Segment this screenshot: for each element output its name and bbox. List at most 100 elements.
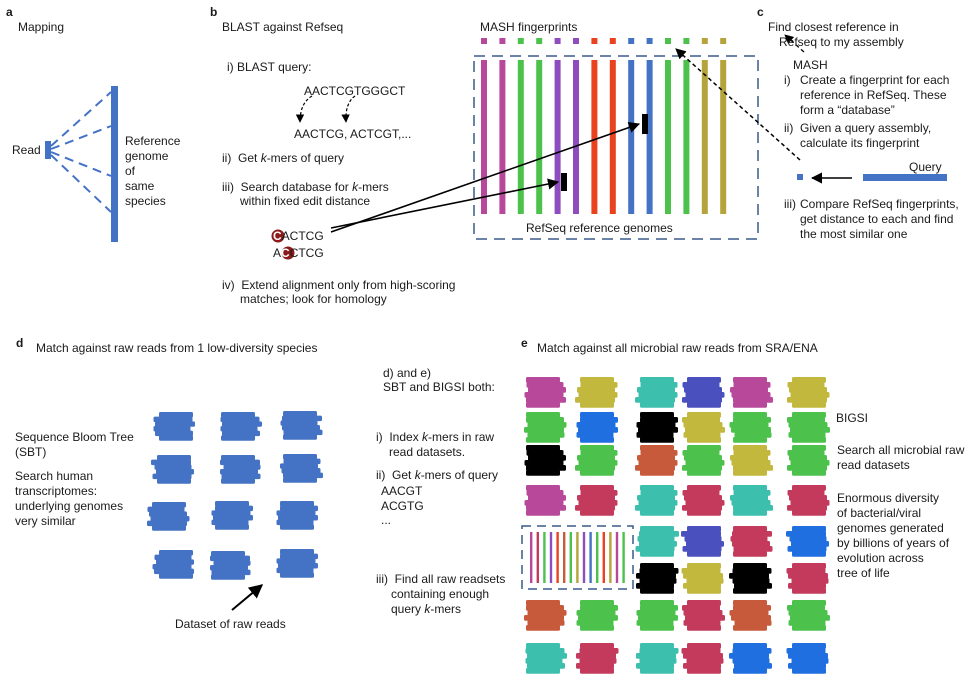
- blob-icon: [636, 412, 678, 443]
- query-label: Query: [909, 160, 942, 174]
- de-step-3-line3: query k-mers: [391, 602, 461, 617]
- fingerprint-square: [701, 38, 708, 44]
- reference-label-line: species: [125, 194, 166, 208]
- sbt-label-line: (SBT): [15, 445, 47, 459]
- blob-icon: [220, 412, 262, 441]
- blob-icon: [575, 485, 618, 516]
- fingerprint-bar-icon: [517, 60, 524, 214]
- arrow-icon: [330, 122, 641, 233]
- blob-icon: [786, 563, 829, 594]
- fingerprint-bar-icon: [543, 532, 546, 583]
- mapping-dashed-lines: [50, 91, 112, 213]
- blob-icon: [730, 485, 773, 516]
- de-step-3: iii) Find all raw readsets: [376, 572, 505, 587]
- kmer-hit-marker: [561, 173, 567, 191]
- fingerprint-square: [646, 38, 653, 44]
- fingerprint-bar-icon: [563, 532, 566, 583]
- fingerprint-square: [481, 38, 487, 44]
- step-number: i): [376, 430, 383, 444]
- blob-icon: [681, 563, 724, 594]
- bigsi-search-line: Search all microbial raw: [837, 443, 965, 457]
- step-text: -mers: [358, 180, 389, 194]
- fingerprint-bar-icon: [646, 60, 653, 214]
- mash-step-1-num: i): [784, 73, 791, 87]
- sbt-desc-line: underlying genomes: [15, 499, 124, 513]
- panel-e-letter: e: [521, 336, 528, 350]
- blob-icon: [729, 412, 772, 443]
- mash-step-1-line: form a “database”: [800, 103, 895, 117]
- step-text: -mers: [430, 602, 462, 616]
- query-assembly-bar: [863, 174, 947, 181]
- mash-step-3-num: iii): [784, 197, 796, 211]
- blob-icon: [636, 563, 679, 594]
- fingerprint-square: [573, 38, 579, 44]
- dataset-raw-reads-label: Dataset of raw reads: [175, 617, 286, 631]
- de-kmer: ACGTG: [381, 499, 424, 513]
- reference-genome-bar: [111, 86, 118, 242]
- fingerprint-bar-icon: [582, 532, 586, 583]
- blast-kmer-arrows: [295, 95, 356, 123]
- sbt-dataset-blobs: [147, 411, 323, 580]
- de-kmer: AACGT: [381, 484, 423, 498]
- fingerprint-square: [554, 38, 561, 44]
- fingerprint-bar-icon: [589, 532, 592, 583]
- de-heading-line1: d) and e): [383, 366, 432, 380]
- blob-icon: [576, 600, 618, 631]
- mapping-graphic: [45, 86, 118, 242]
- variant-sequence-2: ACCTCG: [273, 246, 324, 261]
- de-step-3-line2: containing enough: [391, 587, 490, 601]
- fingerprint-square: [720, 38, 727, 44]
- fingerprint-bar-icon: [665, 60, 671, 214]
- step-text: -mers of query: [420, 468, 499, 482]
- fingerprint-bar-icon: [554, 60, 561, 214]
- variant-prefix: A: [273, 246, 282, 260]
- step-number: iii): [376, 572, 388, 586]
- dashed-arrow-icon: [295, 95, 313, 123]
- fingerprint-bar-icon: [556, 532, 559, 583]
- blast-hit-arrows: [330, 122, 641, 233]
- fingerprint-bar-icon: [591, 60, 598, 214]
- blast-step-4-line2: matches; look for homology: [240, 292, 387, 306]
- panel-a-letter: a: [6, 5, 13, 19]
- blob-icon: [151, 455, 194, 484]
- fingerprint-bar-icon: [499, 60, 506, 214]
- step-text: -mers in raw: [428, 430, 495, 444]
- mismatch-base: C: [273, 229, 282, 243]
- bigsi-label: BIGSI: [836, 411, 869, 425]
- blast-step-1: i) BLAST query:: [227, 60, 312, 74]
- blast-query-sequence: AACTCGTGGGCT: [304, 84, 406, 98]
- fingerprint-square: [665, 38, 671, 44]
- step-text: Get: [238, 151, 261, 165]
- diversity-line: genomes generated: [837, 521, 944, 535]
- step-number: iii): [222, 180, 234, 194]
- fingerprint-bar-icon: [573, 60, 579, 214]
- refseq-genome-bars: [481, 60, 727, 214]
- fingerprint-square: [628, 38, 635, 44]
- fingerprint-bar-icon: [481, 60, 487, 214]
- blob-icon: [787, 377, 830, 408]
- blob-icon: [682, 445, 725, 476]
- dashed-arrow-icon: [675, 48, 801, 161]
- fingerprint-bar-icon: [536, 532, 539, 583]
- refseq-genomes-label: RefSeq reference genomes: [524, 221, 675, 236]
- mash-query-graphic: [675, 34, 947, 184]
- blob-icon: [575, 445, 618, 476]
- step-text: Find all raw readsets: [394, 572, 506, 586]
- fingerprint-square: [517, 38, 524, 44]
- mash-step-3-line: get distance to each and find: [800, 212, 954, 226]
- blast-step-2: ii) Get k-mers of query: [222, 151, 344, 166]
- diversity-line: Enormous diversity: [837, 491, 940, 505]
- bigsi-dataset-blobs: [524, 377, 830, 674]
- blob-icon: [682, 412, 725, 443]
- fingerprint-bar-icon: [602, 532, 605, 583]
- blob-icon: [525, 643, 567, 674]
- panel-d-title: Match against raw reads from 1 low-diver…: [36, 341, 318, 355]
- blob-icon: [730, 445, 773, 476]
- mash-step-2-line: calculate its fingerprint: [800, 136, 920, 150]
- step-text: Extend alignment only from high-scoring: [241, 278, 456, 292]
- fingerprint-bar-icon: [609, 532, 612, 583]
- reference-label-line: genome: [125, 149, 169, 163]
- blob-icon: [276, 549, 318, 578]
- step-number: ii): [376, 468, 386, 482]
